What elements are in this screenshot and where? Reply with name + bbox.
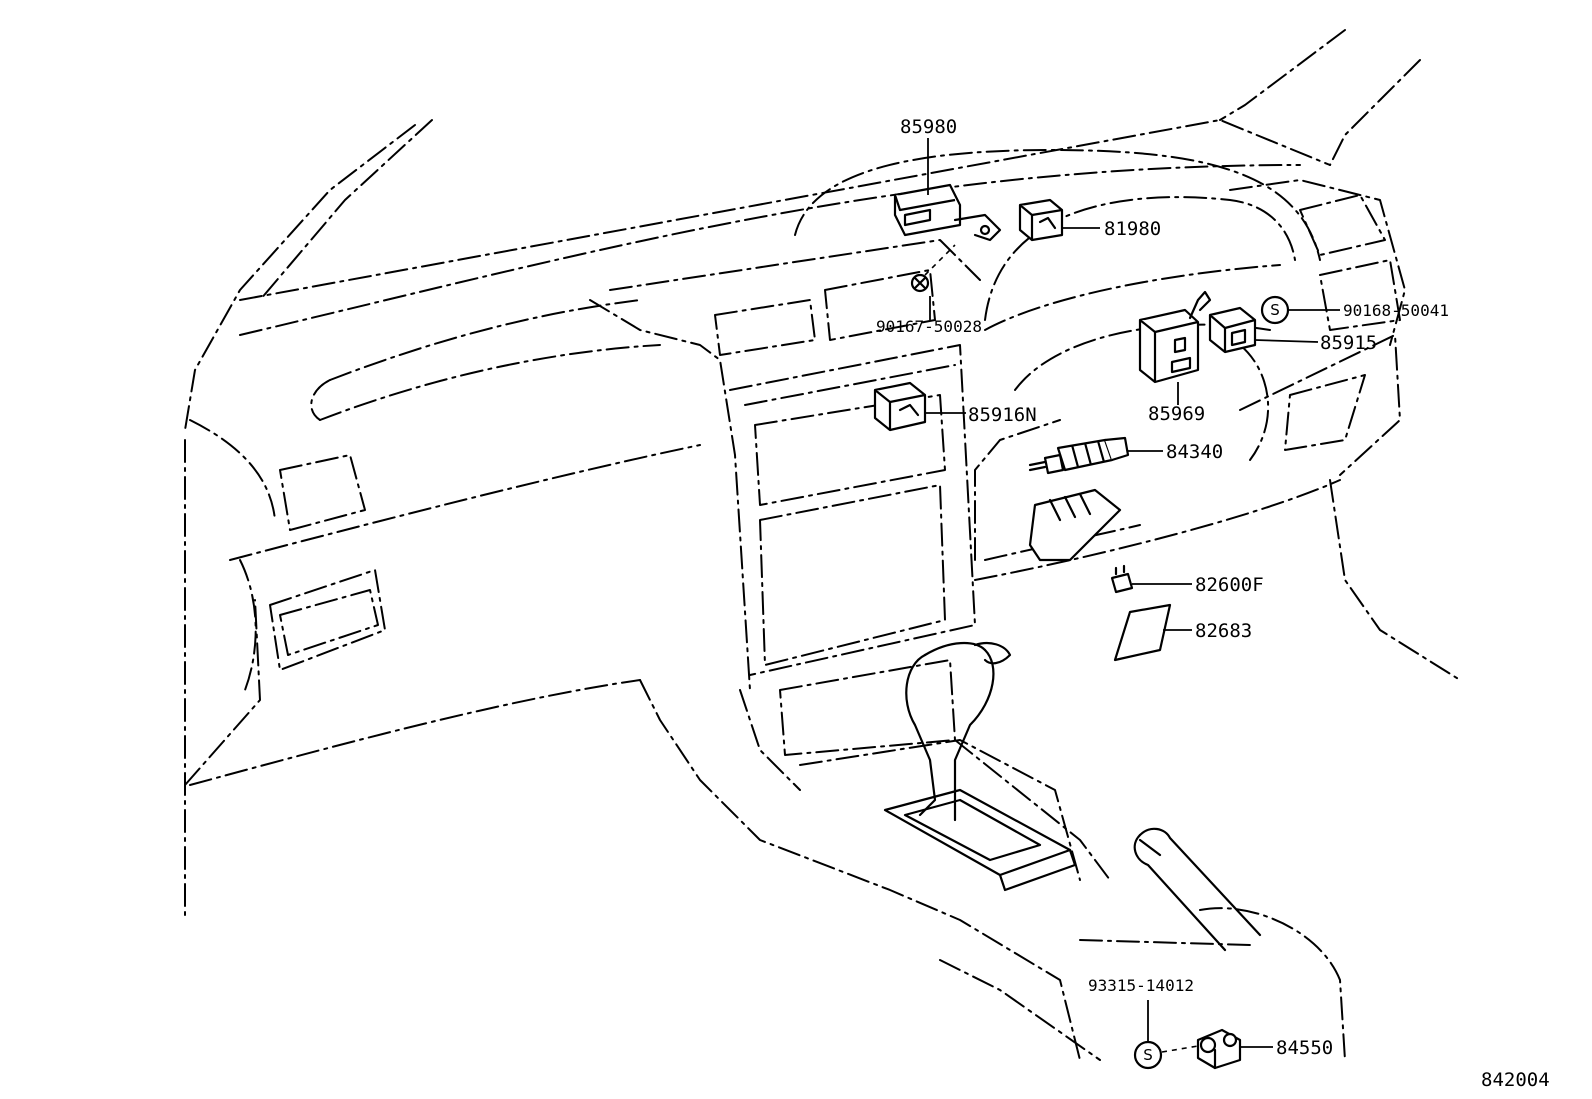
part-labels: 85980 81980 90167-50028 90168-50041 8591… [876,116,1550,1091]
label-93315-14012: 93315-14012 [1088,976,1194,995]
part-90167-screw [910,273,930,293]
svg-text:S: S [1270,301,1280,319]
part-81980-relay [1018,198,1064,242]
sheet-code: 842004 [1481,1069,1550,1091]
part-85915-relay [1208,306,1257,354]
leader-lines [924,138,1340,1053]
part-84550-switch [1196,1028,1242,1070]
part-85916n-relay [873,381,927,432]
part-85980-module [893,183,1002,242]
label-84340: 84340 [1166,441,1223,463]
label-85916n: 85916N [968,404,1037,426]
svg-text:S: S [1143,1046,1153,1064]
label-84550: 84550 [1276,1037,1333,1059]
shift-lever-illustration [883,641,1077,892]
part-85969-relay [1138,290,1212,384]
s-symbol-upper: S [1260,295,1290,325]
part-82683-cover [1113,603,1172,662]
label-81980: 81980 [1104,218,1161,240]
part-84340-switch [1028,436,1130,475]
s-symbol-lower: S [1133,1040,1163,1070]
dashboard-outline [184,29,1461,1061]
label-90167-50028: 90167-50028 [876,317,982,336]
part-blank-panel [1028,488,1122,562]
label-82683: 82683 [1195,620,1252,642]
label-85969: 85969 [1148,403,1205,425]
label-85915: 85915 [1320,332,1377,354]
label-82600f: 82600F [1195,574,1264,596]
parking-brake-illustration [1133,827,1262,952]
part-82600f-fuse [1110,564,1134,594]
label-90168-50041: 90168-50041 [1343,301,1449,320]
label-85980: 85980 [900,116,957,138]
